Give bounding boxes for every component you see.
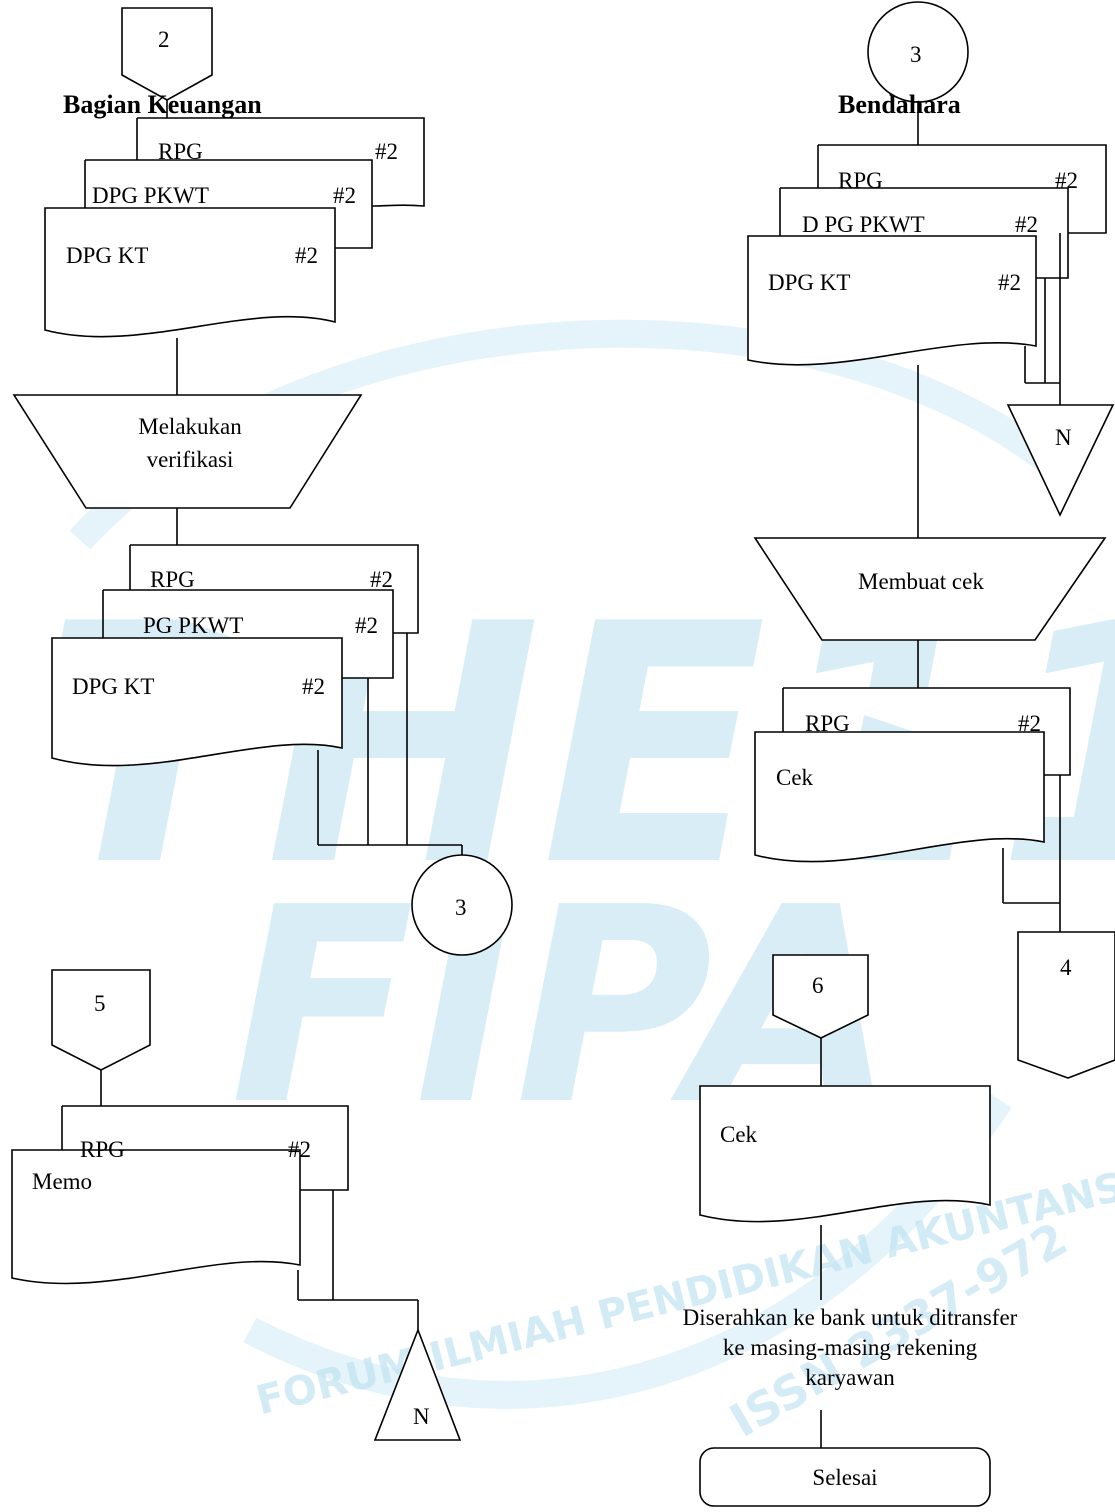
offpage-connector-5 (51, 969, 151, 1071)
doc-dpg-kt-front-2 (51, 637, 343, 767)
doc-name: RPG (158, 139, 203, 164)
doc-cek-2 (699, 1085, 991, 1223)
offpage-connector-4-label: 4 (1060, 955, 1072, 980)
doc-memo-front (11, 1149, 301, 1285)
doc-name: Cek (720, 1122, 758, 1147)
process-verifikasi (12, 394, 363, 509)
storage-n-bottom (373, 1327, 462, 1441)
doc-copy: #2 (1055, 168, 1078, 193)
doc-cek-front (754, 731, 1045, 863)
doc-copy: #2 (302, 674, 325, 699)
bank-note: Diserahkan ke bank untuk ditransfer ke m… (682, 1305, 1018, 1390)
doc-copy: #2 (375, 139, 398, 164)
offpage-connector-4 (1017, 931, 1115, 1079)
storage-n-right-label: N (1055, 425, 1072, 450)
process-verifikasi-label: Melakukan verifikasi (138, 414, 242, 473)
doc-copy: #2 (333, 183, 356, 208)
heading-bagian-keuangan: Bagian Keuangan (63, 90, 262, 119)
connector-2-label: 2 (158, 27, 170, 52)
doc-name: RPG (838, 168, 883, 193)
doc-dpg-kt-front (44, 207, 336, 338)
doc-name: RPG (80, 1137, 125, 1162)
connector-3-mid-label: 3 (455, 895, 467, 920)
doc-name: Memo (32, 1169, 93, 1194)
doc-name: DPG PKWT (92, 183, 209, 208)
doc-name: DPG KT (66, 243, 149, 268)
storage-n-right (1006, 404, 1115, 517)
doc-name: D PG PKWT (802, 212, 925, 237)
doc-name: DPG KT (72, 674, 155, 699)
process-membuat-cek-label: Membuat cek (858, 569, 984, 594)
doc-copy: #2 (355, 613, 378, 638)
process-membuat-cek (753, 537, 1107, 641)
connector-3-mid (411, 854, 513, 956)
doc-copy: #2 (998, 270, 1021, 295)
doc-copy: #2 (1015, 212, 1038, 237)
offpage-connector-5-label: 5 (94, 991, 106, 1016)
doc-copy: #2 (295, 243, 318, 268)
connector-3-top-label: 3 (910, 42, 922, 67)
terminator-selesai (699, 1447, 991, 1507)
doc-name: Cek (776, 765, 814, 790)
doc-copy: #2 (1018, 711, 1041, 736)
offpage-connector-2 (121, 7, 213, 101)
storage-n-bottom-label: N (413, 1404, 430, 1429)
doc-name: RPG (150, 567, 195, 592)
offpage-connector-6 (772, 954, 869, 1039)
doc-name: RPG (805, 711, 850, 736)
doc-dpg-kt-front-right (747, 235, 1037, 366)
terminator-selesai-label: Selesai (812, 1465, 878, 1490)
heading-bendahara: Bendahara (838, 90, 961, 119)
doc-name: DPG KT (768, 270, 851, 295)
offpage-connector-6-label: 6 (812, 973, 824, 998)
doc-copy: #2 (288, 1137, 311, 1162)
doc-name: PG PKWT (143, 613, 244, 638)
doc-copy: #2 (370, 567, 393, 592)
